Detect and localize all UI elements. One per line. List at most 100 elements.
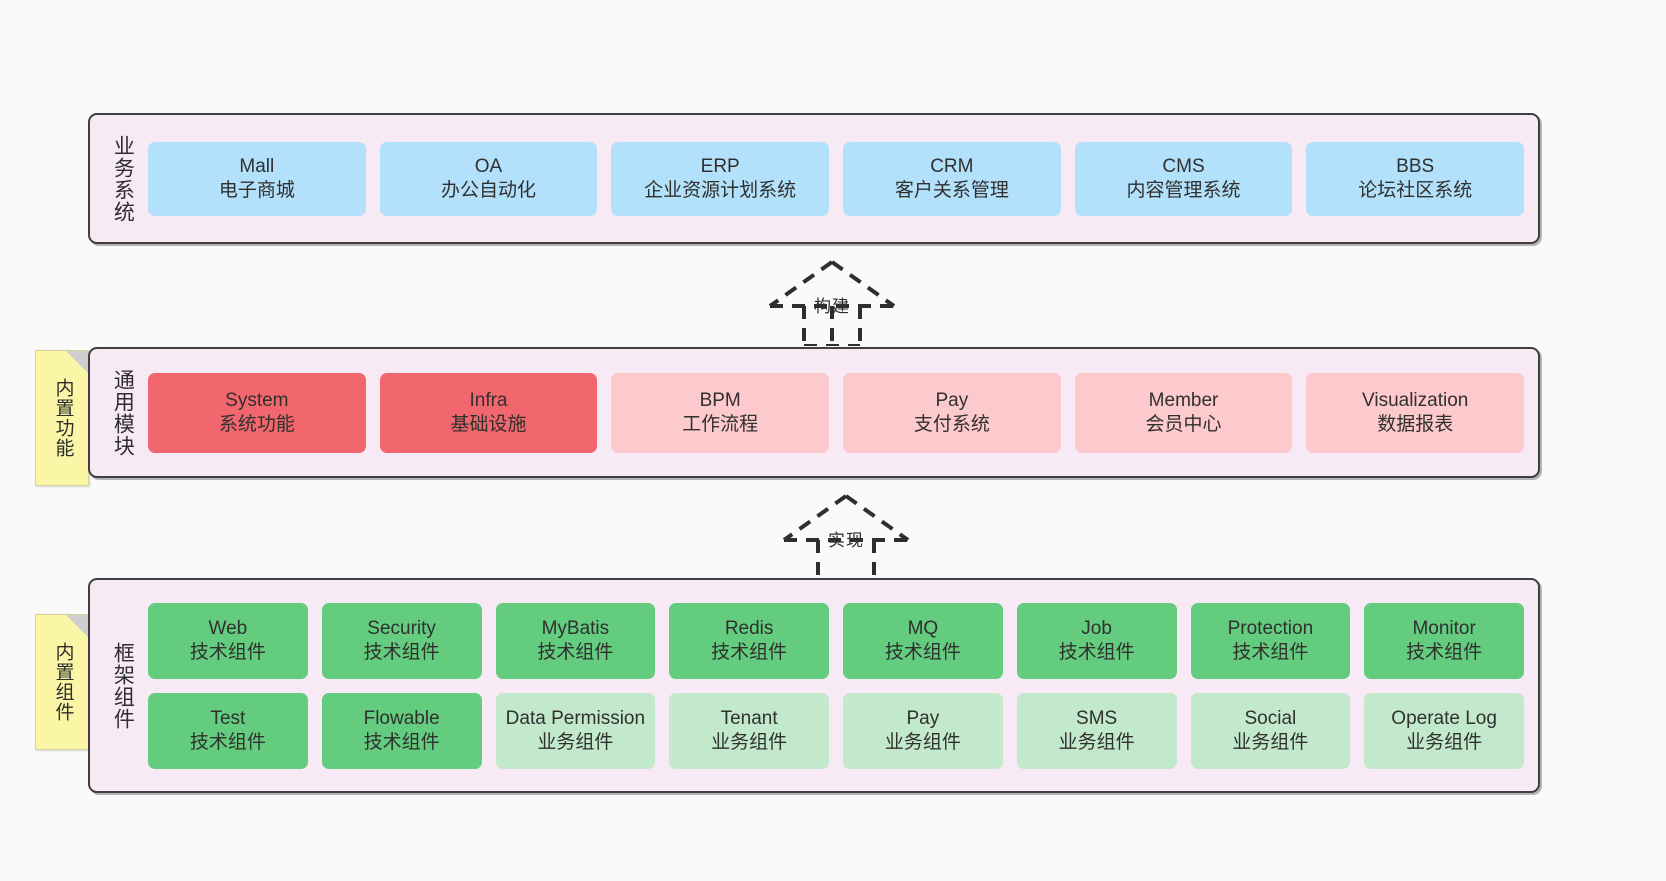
card-redis[interactable]: Redis 技术组件: [669, 602, 829, 679]
card-job[interactable]: Job 技术组件: [1016, 602, 1177, 679]
card-social[interactable]: Social 业务组件: [1190, 692, 1351, 769]
card-title: Pay: [906, 708, 940, 730]
card-subtitle: 技术组件: [1058, 641, 1135, 663]
card-sms[interactable]: SMS 业务组件: [1016, 692, 1177, 769]
card-mall[interactable]: Mall 电子商城: [148, 141, 366, 216]
note-fold-icon: [66, 615, 88, 637]
card-subtitle: 工作流程: [682, 413, 759, 435]
layer-title-business: 业务系统: [111, 134, 135, 223]
card-title: Member: [1148, 390, 1219, 412]
card-pay-component[interactable]: Pay 业务组件: [843, 692, 1003, 769]
card-crm[interactable]: CRM 客户关系管理: [843, 141, 1061, 216]
card-subtitle: 系统功能: [218, 413, 295, 435]
card-title: Visualization: [1362, 390, 1469, 412]
card-title: CMS: [1162, 156, 1205, 178]
card-subtitle: 企业资源计划系统: [644, 179, 797, 201]
framework-row-business: Test 技术组件 Flowable 技术组件 Data Permission …: [148, 692, 1524, 769]
card-subtitle: 业务组件: [537, 731, 614, 753]
card-subtitle: 会员中心: [1145, 413, 1222, 435]
card-tenant[interactable]: Tenant 业务组件: [669, 692, 829, 769]
card-title: Web: [208, 618, 248, 640]
card-infra[interactable]: Infra 基础设施: [379, 372, 598, 453]
card-pay-module[interactable]: Pay 支付系统: [843, 372, 1061, 453]
card-subtitle: 业务组件: [711, 731, 788, 753]
card-subtitle: 技术组件: [1232, 641, 1309, 663]
layer-business-systems: 业务系统 Mall 电子商城 OA 办公自动化 ERP 企业资源计划系统 CRM: [88, 113, 1540, 244]
card-title: Redis: [724, 618, 774, 640]
card-subtitle: 技术组件: [884, 641, 961, 663]
card-title: BBS: [1396, 156, 1435, 178]
card-oa[interactable]: OA 办公自动化: [379, 141, 598, 216]
card-title: Tenant: [720, 708, 778, 730]
note-builtin-components-label: 内置组件: [52, 642, 74, 722]
card-title: Infra: [469, 390, 508, 412]
card-subtitle: 客户关系管理: [894, 179, 1009, 201]
card-subtitle: 技术组件: [363, 731, 440, 753]
card-member[interactable]: Member 会员中心: [1074, 372, 1293, 453]
card-monitor[interactable]: Monitor 技术组件: [1364, 602, 1524, 679]
card-operate-log[interactable]: Operate Log 业务组件: [1364, 692, 1524, 769]
framework-row-tech: Web 技术组件 Security 技术组件 MyBatis 技术组件 Redi…: [148, 602, 1524, 679]
card-system[interactable]: System 系统功能: [148, 372, 366, 453]
note-builtin-features-label: 内置功能: [52, 378, 74, 458]
layer-title-framework: 框架组件: [111, 641, 135, 730]
card-erp[interactable]: ERP 企业资源计划系统: [611, 141, 830, 216]
card-subtitle: 技术组件: [1406, 641, 1483, 663]
card-subtitle: 业务组件: [1406, 731, 1483, 753]
card-subtitle: 技术组件: [363, 641, 440, 663]
card-flowable[interactable]: Flowable 技术组件: [321, 692, 482, 769]
card-subtitle: 技术组件: [189, 731, 266, 753]
card-protection[interactable]: Protection 技术组件: [1190, 602, 1351, 679]
card-subtitle: 数据报表: [1377, 413, 1454, 435]
card-cms[interactable]: CMS 内容管理系统: [1074, 141, 1293, 216]
card-title: MQ: [907, 618, 939, 640]
card-title: Social: [1244, 708, 1297, 730]
card-title: Protection: [1227, 618, 1314, 640]
card-title: System: [225, 390, 289, 412]
card-subtitle: 基础设施: [450, 413, 527, 435]
layer-common-modules: 通用模块 System 系统功能 Infra 基础设施 BPM 工作流程 Pay: [88, 347, 1540, 478]
card-mybatis[interactable]: MyBatis 技术组件: [495, 602, 656, 679]
note-builtin-components: 内置组件: [35, 614, 89, 750]
card-title: Job: [1081, 618, 1112, 640]
card-title: Data Permission: [505, 708, 646, 730]
card-subtitle: 内容管理系统: [1126, 179, 1241, 201]
connector-build-label: 构建: [814, 297, 850, 316]
connector-implement: 实现: [766, 490, 926, 582]
card-title: MyBatis: [541, 618, 610, 640]
card-subtitle: 技术组件: [537, 641, 614, 663]
card-title: Operate Log: [1391, 708, 1497, 730]
card-title: CRM: [930, 156, 974, 178]
card-title: Pay: [935, 390, 969, 412]
card-subtitle: 业务组件: [1058, 731, 1135, 753]
card-web[interactable]: Web 技术组件: [148, 602, 308, 679]
layer-body-modules: System 系统功能 Infra 基础设施 BPM 工作流程 Pay 支付系统…: [142, 349, 1538, 476]
card-title: ERP: [700, 156, 740, 178]
card-title: OA: [474, 156, 503, 178]
card-subtitle: 论坛社区系统: [1358, 179, 1473, 201]
card-subtitle: 技术组件: [189, 641, 266, 663]
note-builtin-features: 内置功能: [35, 350, 89, 486]
layer-body-framework: Web 技术组件 Security 技术组件 MyBatis 技术组件 Redi…: [142, 580, 1538, 791]
module-card-row: System 系统功能 Infra 基础设施 BPM 工作流程 Pay 支付系统…: [148, 372, 1525, 453]
card-mq[interactable]: MQ 技术组件: [843, 602, 1003, 679]
card-subtitle: 技术组件: [711, 641, 788, 663]
card-subtitle: 业务组件: [884, 731, 961, 753]
card-security[interactable]: Security 技术组件: [321, 602, 482, 679]
card-subtitle: 支付系统: [913, 413, 990, 435]
card-bbs[interactable]: BBS 论坛社区系统: [1306, 141, 1525, 216]
card-title: Security: [367, 618, 436, 640]
card-subtitle: 办公自动化: [441, 179, 537, 201]
card-test[interactable]: Test 技术组件: [148, 692, 308, 769]
card-title: Test: [210, 708, 246, 730]
card-data-permission[interactable]: Data Permission 业务组件: [495, 692, 656, 769]
card-title: BPM: [699, 390, 741, 412]
business-card-row: Mall 电子商城 OA 办公自动化 ERP 企业资源计划系统 CRM 客户关系…: [148, 141, 1525, 216]
layer-framework-components: 框架组件 Web 技术组件 Security 技术组件 MyBatis 技术组件: [88, 578, 1540, 793]
card-visualization[interactable]: Visualization 数据报表: [1306, 372, 1525, 453]
card-title: Mall: [239, 156, 275, 178]
card-title: SMS: [1076, 708, 1118, 730]
card-bpm[interactable]: BPM 工作流程: [611, 372, 830, 453]
note-fold-icon: [66, 351, 88, 373]
connector-implement-label: 实现: [828, 531, 864, 550]
